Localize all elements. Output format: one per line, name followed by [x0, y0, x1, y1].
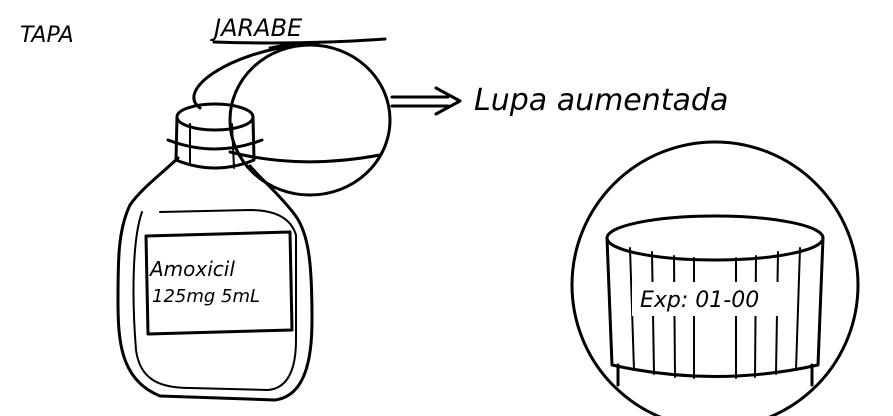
magnified-label-text: Exp: 01-00 [640, 288, 759, 313]
bottle-label-line1: Amoxicil [148, 257, 235, 281]
arrow-icon [390, 86, 462, 116]
magnifier-label: Lupa aumentada [474, 83, 728, 118]
bottle-label-line2: 125mg 5mL [152, 286, 260, 307]
syrup-label: JARABE [210, 14, 303, 42]
magnifier-lens [192, 42, 392, 197]
cap-label: TAPA [20, 23, 74, 48]
magnified-inset: Exp: 01-00 [570, 140, 860, 416]
bottle-cap [175, 102, 255, 132]
syrup-bottle [116, 102, 314, 402]
inset-circle [570, 140, 860, 416]
bottle-label: Amoxicil 125mg 5mL [144, 230, 294, 336]
